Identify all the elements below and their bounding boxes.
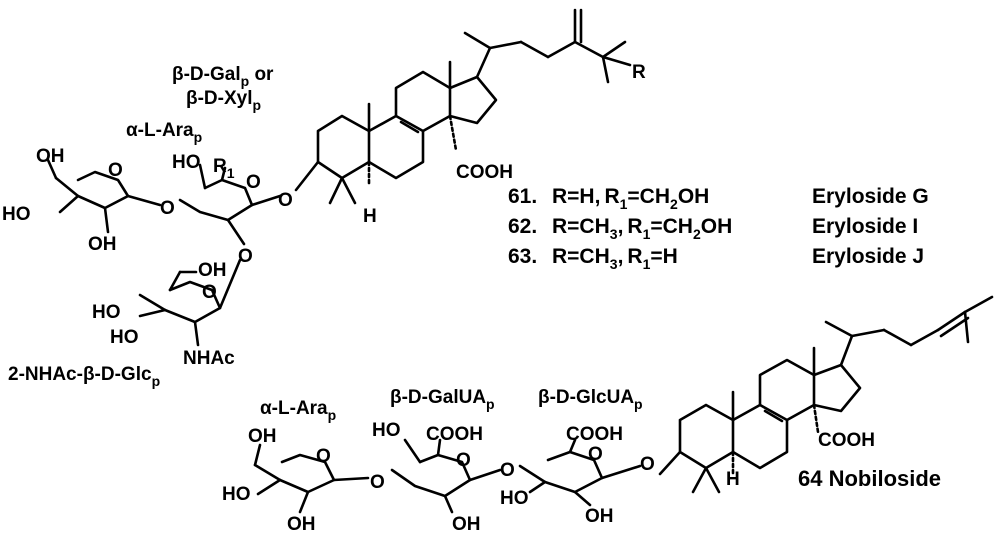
galua-oh: OH — [452, 514, 481, 533]
compound-61-name: Eryloside G — [812, 185, 929, 208]
lower-ara-label: α-L-Arap — [260, 398, 336, 423]
glcua-oh: OH — [585, 506, 614, 527]
compound-63-num: 63. — [508, 245, 537, 268]
gal-glcnac-linker-o: O — [238, 246, 253, 267]
ara-galua-linker-o: O — [370, 472, 385, 493]
glcnac-label: 2-NHAc-β-D-Glcp — [8, 364, 160, 389]
upper-cooh: COOH — [456, 162, 513, 183]
nhac-label: NHAc — [183, 348, 235, 369]
galua-glcua-linker-o: O — [500, 460, 515, 481]
compound-63-name: Eryloside J — [812, 245, 924, 268]
ara-label: α-L-Arap — [126, 120, 202, 145]
gal-or-label: β-D-Galp or — [172, 64, 274, 89]
galua-ho: HO — [372, 420, 401, 441]
aglycone-linker-o: O — [278, 190, 293, 211]
glcua-ho: HO — [500, 488, 529, 509]
compound-63-r: R=CH3,R1=H — [552, 245, 678, 272]
lower-ara-ring-o: O — [316, 446, 331, 467]
upper-sugars — [46, 158, 282, 347]
galua-cooh: COOH — [426, 424, 483, 445]
r-label: R — [632, 62, 646, 83]
ara-gal-linker-o: O — [160, 198, 175, 219]
lower-c5-h: H — [726, 469, 740, 490]
lower-sugars — [253, 438, 642, 514]
glcnac-ho-4: HO — [92, 302, 121, 323]
lower-ara-oh-2: OH — [287, 514, 316, 533]
glcua-label: β-D-GlcUAp — [538, 387, 643, 412]
glcnac-ho-3: HO — [110, 327, 139, 348]
compound-62-name: Eryloside I — [812, 215, 918, 238]
upper-c5-h: H — [363, 206, 377, 227]
gal-ho: HO — [172, 152, 201, 173]
lower-ara-ho-3: HO — [222, 484, 251, 505]
gal-ring-o: O — [246, 172, 261, 193]
ara-oh-4: OH — [36, 146, 65, 167]
lower-ara-oh-4: OH — [248, 426, 277, 447]
glcnac-ring-o: O — [202, 282, 217, 303]
glcua-ring-o: O — [588, 444, 603, 465]
ara-ho-3: HO — [2, 204, 31, 225]
lower-aglycone — [658, 295, 994, 494]
nobiloside-label: 64 Nobiloside — [798, 466, 941, 491]
galua-label: β-D-GalUAp — [390, 387, 495, 412]
lower-cooh: COOH — [818, 430, 875, 451]
upper-aglycone — [294, 8, 632, 205]
galua-ring-o: O — [456, 450, 471, 471]
compound-61-r: R=H,R1=CH2OH — [552, 185, 709, 212]
compound-legend: 61. R=H,R1=CH2OH Eryloside G 62. R=CH3,R… — [508, 185, 929, 272]
compound-62-num: 62. — [508, 215, 537, 238]
lower-labels: α-L-Arap β-D-GalUAp β-D-GlcUAp OH HO OH … — [222, 387, 941, 533]
glcnac-oh-6: OH — [198, 260, 227, 281]
lower-aglycone-linker-o: O — [640, 454, 655, 475]
compound-61-num: 61. — [508, 185, 537, 208]
compound-62-r: R=CH3,R1=CH2OH — [552, 215, 732, 242]
glcua-cooh: COOH — [566, 424, 623, 445]
xyl-label: β-D-Xylp — [186, 88, 261, 113]
r1-label: R1 — [213, 156, 235, 181]
ara-ring-o: O — [108, 160, 123, 181]
ara-oh-2: OH — [88, 234, 117, 255]
upper-labels: α-L-Arap β-D-Galp or β-D-Xylp 2-NHAc-β-D… — [2, 62, 646, 389]
